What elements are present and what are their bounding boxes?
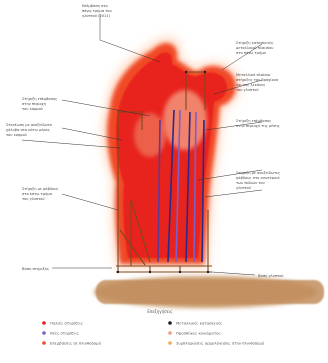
annotation-line: Στήριξη επέμβασης: [22, 97, 57, 101]
annotation-line: στην περιοχή της μέσης: [236, 124, 280, 128]
annotation-left-upper: Στήριξη επέμβασης στην περιοχή του κορμο…: [22, 97, 57, 111]
annotation-line: Στερέωση με ανοξείδωτο: [6, 123, 52, 127]
legend-item: Επεμβάσεις σε πλινθοδομή: [42, 340, 101, 345]
legend-label: Μεταλλικές κατασκευές: [176, 320, 222, 325]
annotation-line: του γλυπτού: [22, 197, 45, 201]
annotation-line: του κορμού: [22, 107, 43, 111]
legend-label: Νέες στηρίξεις: [50, 330, 79, 335]
annotation-line: στην περιοχή: [22, 102, 46, 106]
annotation-line: Επέμβαση στο: [82, 4, 108, 8]
legend-label: Συμπληρώσεις αρμολόγησης στην πλινθοδομή: [176, 340, 265, 345]
dot-icon: [42, 341, 46, 345]
statue-highlight: [163, 90, 207, 150]
annotation-line: Στήριξη επέμβασης: [236, 119, 271, 123]
annotation-line: των ποδιών του: [236, 181, 265, 185]
annotation-line: στο κάτω τμήμα: [22, 192, 53, 196]
statue-highlight-2: [134, 113, 166, 157]
legend-item: Μεταλλικές κατασκευές: [168, 320, 222, 325]
dot-icon: [168, 341, 172, 345]
annotation-line: και της λεκάνης: [236, 83, 266, 87]
annotation-line: Στήριξη με ράβδους: [22, 187, 59, 191]
legend-title: Επεξηγήσεις: [147, 309, 172, 314]
annotation-base-left: Βάση στήριξης: [22, 267, 49, 271]
annotation-line: γλυπτού (2011): [82, 14, 111, 18]
annotation-line: γλυπτού: [236, 186, 251, 190]
legend-label: Προσθήκες κονιάματος: [176, 330, 221, 335]
dot-icon: [168, 321, 172, 325]
legend-item: Νέες στηρίξεις: [42, 330, 79, 335]
annotation-left-mid: Στερέωση με ανοξείδωτο χάλυβα στο κάτω μ…: [6, 123, 52, 137]
dot-icon: [42, 321, 46, 325]
legend-item: Συμπληρώσεις αρμολόγησης στην πλινθοδομή: [168, 340, 265, 345]
annotation-top-center: Επέμβαση στο πάνω τμήμα του γλυπτού (201…: [82, 4, 112, 18]
annotation-line: στο πάνω τμήμα: [236, 51, 266, 55]
legend-label: Παλιές στηρίξεις: [50, 320, 83, 325]
legend: Παλιές στηρίξεις Νέες στηρίξεις Επεμβάσε…: [42, 320, 265, 345]
annotation-right-upper: Μεταλλικό πλαίσιο στήριξης του βραχίονα …: [236, 73, 279, 92]
dot-icon: [168, 331, 172, 335]
annotation-line: χάλυβα στο κάτω μέρος: [6, 128, 50, 132]
annotation-line: Μεταλλικό πλαίσιο: [236, 73, 270, 77]
annotation-left-lower: Στήριξη με ράβδους στο κάτω τμήμα του γλ…: [22, 187, 59, 201]
dot-icon: [42, 331, 46, 335]
legend-label: Επεμβάσεις σε πλινθοδομή: [50, 340, 102, 345]
legend-item: Προσθήκες κονιάματος: [168, 330, 220, 335]
annotation-line: στήριξης του βραχίονα: [236, 78, 279, 82]
annotation-top-right: Στήριξη κατασκευής μεταλλικού πλαισίου σ…: [236, 41, 273, 55]
annotation-right-mid: Στήριξη επέμβασης στην περιοχή της μέσης: [236, 119, 280, 128]
annotation-line: μεταλλικού πλαισίου: [236, 46, 273, 50]
annotation-line: του γλυπτού: [236, 88, 259, 92]
annotation-line: πάνω τμήμα του: [82, 9, 112, 13]
ground-base-core: [96, 280, 324, 304]
annotation-base-right: Βάση γλυπτού: [258, 274, 283, 278]
annotation-right-lower: Στήριξη με ανοξείδωτες ράβδους στο εσωτε…: [236, 171, 280, 190]
annotation-line: του κορμού: [6, 133, 27, 137]
annotation-line: ράβδους στο εσωτερικό: [236, 176, 280, 180]
legend-item: Παλιές στηρίξεις: [42, 320, 83, 325]
annotation-line: Στήριξη με ανοξείδωτες: [236, 171, 280, 175]
annotation-line: Στήριξη κατασκευής: [236, 41, 273, 45]
